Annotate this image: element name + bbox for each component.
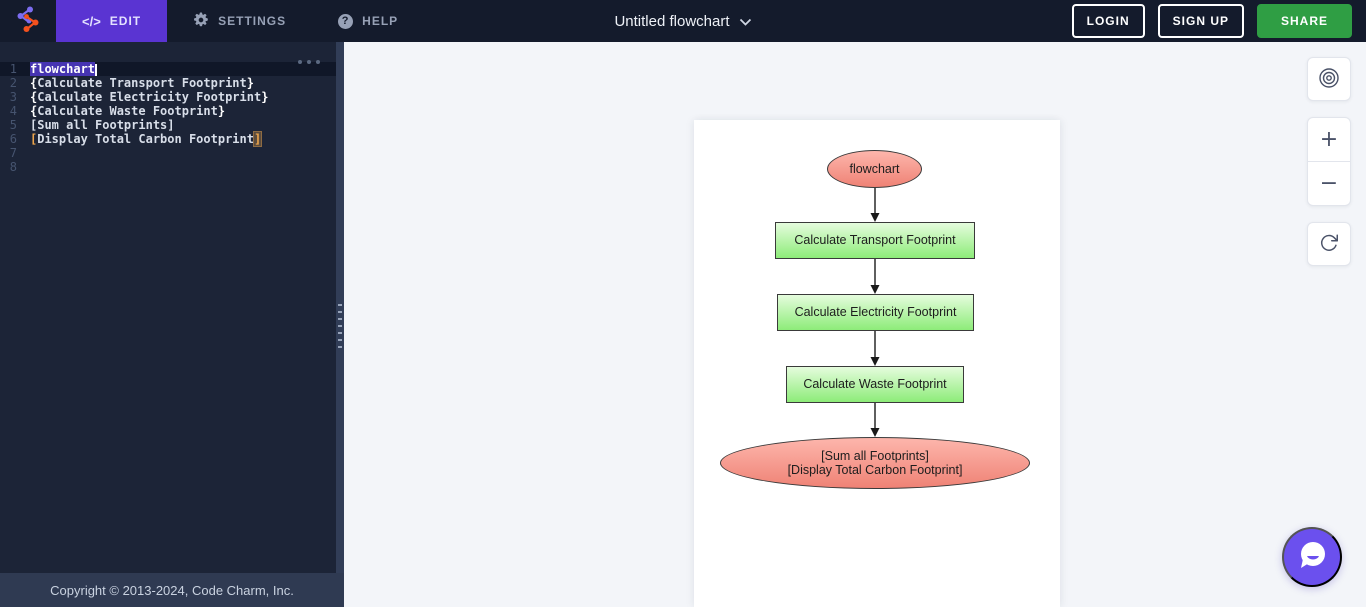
tab-settings[interactable]: SETTINGS <box>167 0 312 42</box>
share-button[interactable]: SHARE <box>1256 4 1352 38</box>
line-number: 2 <box>9 76 17 90</box>
code-line: 6[Display Total Carbon Footprint] <box>0 132 336 146</box>
flow-node-label: [Sum all Footprints] <box>821 448 929 463</box>
signup-button[interactable]: SIGN UP <box>1157 4 1244 38</box>
tab-help-label: HELP <box>362 14 399 28</box>
refresh-layout-button[interactable] <box>1307 222 1351 266</box>
flow-node-transport[interactable]: Calculate Transport Footprint <box>775 222 975 259</box>
zoom-out-icon: − <box>1319 170 1339 196</box>
copyright-text: Copyright © 2013-2024, Code Charm, Inc. <box>50 582 294 598</box>
flow-node-end[interactable]: [Sum all Footprints][Display Total Carbo… <box>720 437 1030 489</box>
zoom-in-button[interactable]: + <box>1308 118 1350 161</box>
line-number: 7 <box>9 146 17 160</box>
panel-resizer-handle[interactable] <box>336 42 344 573</box>
editor-options-icon[interactable] <box>298 60 320 64</box>
code-line: 8 <box>0 160 336 174</box>
code-icon: </> <box>82 13 101 29</box>
app-logo[interactable] <box>0 0 56 42</box>
flow-node-label: flowchart <box>849 161 900 176</box>
code-line: 7 <box>0 146 336 160</box>
code2flow-molecule-icon <box>13 4 43 39</box>
flow-node-waste[interactable]: Calculate Waste Footprint <box>786 366 964 403</box>
toolbar-divider <box>1308 161 1350 162</box>
line-number: 6 <box>9 132 17 146</box>
zoom-control-group: + − <box>1307 117 1351 206</box>
flow-node-electricity[interactable]: Calculate Electricity Footprint <box>777 294 974 331</box>
tab-edit-label: EDIT <box>109 14 142 28</box>
main-nav: </> EDIT SETTINGS ? HELP <box>56 0 424 42</box>
line-number: 8 <box>9 160 17 174</box>
flow-arrows <box>870 188 880 437</box>
code-line: 2{Calculate Transport Footprint} <box>0 76 336 90</box>
gear-icon <box>193 12 209 31</box>
top-bar: </> EDIT SETTINGS ? HELP Untitled flowch… <box>0 0 1366 42</box>
recenter-target-icon <box>1318 67 1340 92</box>
refresh-icon <box>1318 232 1340 257</box>
recenter-button[interactable] <box>1307 57 1351 101</box>
help-icon: ? <box>338 13 354 29</box>
code-line: 4{Calculate Waste Footprint} <box>0 104 336 118</box>
topbar-actions: LOGIN SIGN UP SHARE <box>1071 0 1352 42</box>
tab-settings-label: SETTINGS <box>218 14 287 28</box>
zoom-out-button[interactable]: − <box>1308 162 1350 205</box>
line-number: 3 <box>9 90 17 104</box>
line-number: 4 <box>9 104 17 118</box>
flow-node-label: [Display Total Carbon Footprint] <box>787 463 963 477</box>
flow-node-label: Calculate Waste Footprint <box>803 377 947 392</box>
tab-edit[interactable]: </> EDIT <box>56 0 168 42</box>
flow-node-label: Calculate Electricity Footprint <box>794 305 957 320</box>
flow-node-label: Calculate Transport Footprint <box>794 233 956 248</box>
line-number: 5 <box>9 118 17 132</box>
chat-bubble-icon <box>1295 539 1329 576</box>
login-button[interactable]: LOGIN <box>1071 4 1145 38</box>
line-number: 1 <box>9 62 17 76</box>
grip-dots-icon <box>338 304 342 348</box>
code-line: 3{Calculate Electricity Footprint} <box>0 90 336 104</box>
canvas-toolbar: + − <box>1307 57 1351 266</box>
chat-widget-button[interactable] <box>1282 527 1342 587</box>
chevron-down-icon <box>739 13 752 30</box>
tab-help[interactable]: ? HELP <box>312 0 424 42</box>
copyright-footer: Copyright © 2013-2024, Code Charm, Inc. <box>0 573 344 607</box>
code-line: 5[Sum all Footprints] <box>0 118 336 132</box>
flow-node-start[interactable]: flowchart <box>827 150 922 188</box>
zoom-in-icon: + <box>1319 126 1339 152</box>
document-title: Untitled flowchart <box>614 12 730 30</box>
text-cursor <box>95 64 98 76</box>
document-title-menu[interactable]: Untitled flowchart <box>614 0 752 42</box>
